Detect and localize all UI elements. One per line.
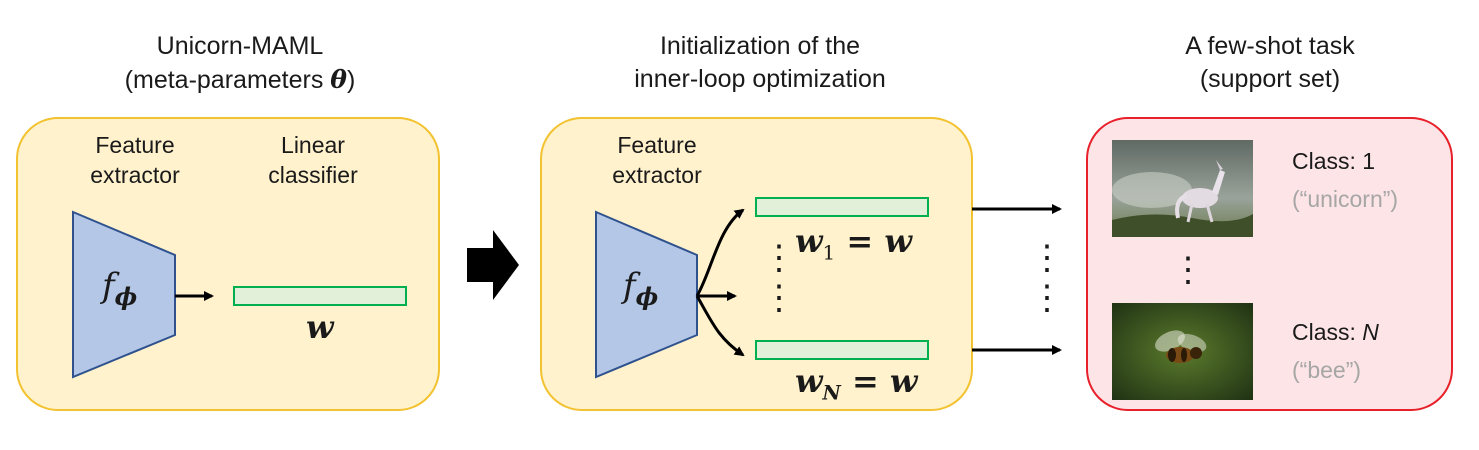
bee-image [1112,303,1253,400]
feature-extractor-trapezoid [72,210,176,379]
unicorn-image [1112,140,1253,237]
weight-symbol: w [306,308,334,346]
class-n-label: Class: N [1292,319,1379,345]
class-n-name: (“bee”) [1292,357,1362,383]
branch-arrow-top [695,208,745,297]
left-title-line1: Unicorn-MAML [156,32,324,60]
linear-classifier-label: Linear classifier [268,132,358,188]
vertical-ellipsis-images: ⋮ [1171,251,1205,289]
feature-extractor-label-2: Feature extractor [612,132,702,188]
weight-bar-1 [755,197,929,217]
branch-arrow-bottom [695,295,745,357]
feature-extractor-trapezoid-2 [595,210,698,379]
weight-bar-n [755,340,929,360]
right-title-line2: (support set) [1199,65,1341,93]
middle-title-line1: Initialization of the [659,32,861,60]
transition-arrow [467,230,519,300]
vertical-ellipsis-middle: ⋮ ⋮ [762,239,796,317]
middle-title-line2: inner-loop optimization [634,65,886,93]
theta-symbol: θ [330,65,347,94]
left-title-line2: (meta-parameters θ) [124,65,356,94]
class-1-name: (“unicorn”) [1292,186,1399,212]
left-panel-title: Unicorn-MAML (meta-parameters θ) [60,30,420,97]
right-title-line1: A few-shot task [1185,32,1355,60]
vertical-ellipsis-arrows: ⋮ ⋮ [1030,239,1064,317]
unicorn-image-art [1112,140,1253,237]
feature-function-symbol: fϕ [102,266,138,311]
bee-image-art [1112,303,1253,400]
right-panel-title: A few-shot task (support set) [1090,30,1450,96]
class-1-label: Class: 1 [1292,148,1376,174]
weight-equation-1: w1 = w [795,222,912,265]
middle-panel-title: Initialization of the inner-loop optimiz… [560,30,960,96]
linear-classifier-bar [233,286,407,306]
feature-extractor-label: Feature extractor [90,132,180,188]
feature-function-symbol-2: fϕ [623,266,659,311]
weight-equation-n: wN = w [795,362,918,405]
